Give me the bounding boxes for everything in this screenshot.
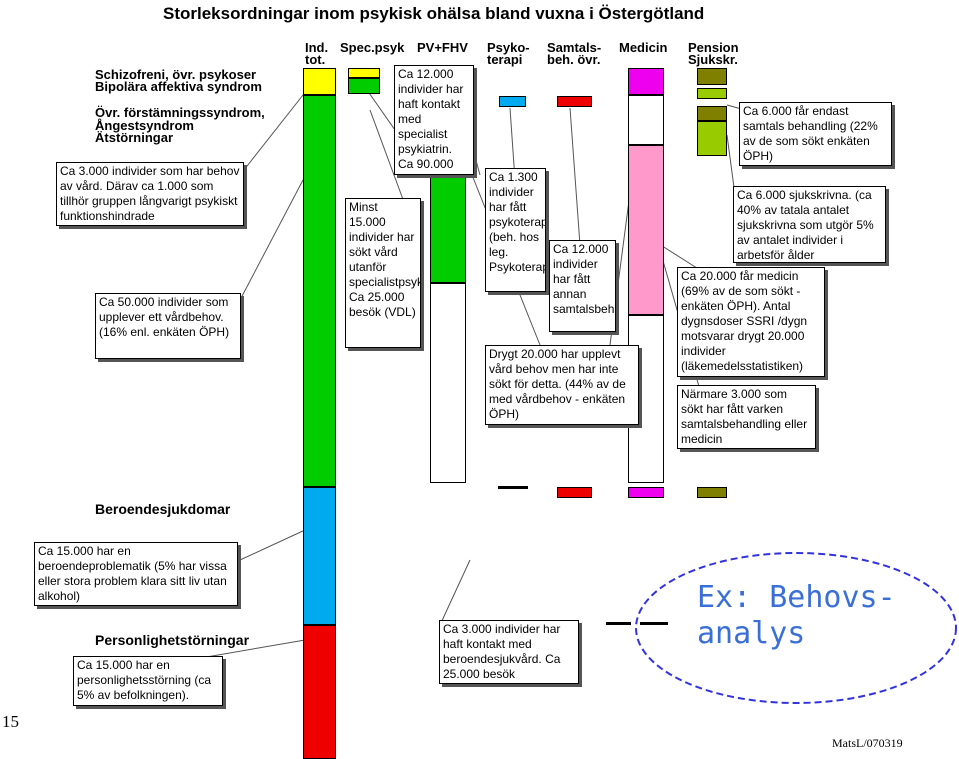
bar-samtalsbeh [557,96,592,107]
note-samtalsbehandling: Ca 12.000 individer har fått annan samta… [549,240,616,332]
bar-medicin-beroende [628,487,664,498]
note-3000-vardbehov: Ca 3.000 individer som har behov av vård… [56,162,244,226]
note-15000-beroende: Ca 15.000 har en beroendeproblematik (5%… [34,542,238,606]
bar-pv-forstamning [430,170,466,283]
note-3000-beroendevard: Ca 3.000 individer har haft kontakt med … [439,620,579,684]
author-label: MatsL/070319 [832,736,903,750]
bar-samtal-beroende [557,487,592,498]
bar-psykoterapi [499,96,526,107]
note-20000-medicin: Ca 20.000 får medicin (69% av de som sök… [677,267,825,377]
category-personlighet: Personlighetstörningar [95,632,250,648]
page-title: Storleksordningar inom psykisk ohälsa bl… [163,4,705,23]
bar-ind-tot-forstamning [303,95,336,487]
bar-medicin-lower [628,315,664,483]
category-atstorningar: Ätstörningar [95,130,173,145]
category-beroende: Beroendesjukdomar [95,501,231,517]
category-angest: Ångestsyndrom [95,118,194,133]
category-ovr-forstamning: Övr. förstämningssyndrom, [95,105,265,120]
note-minst-15000: Minst 15.000 individer har sökt vård uta… [345,198,421,348]
note-6000-samtal: Ca 6.000 får endast samtals behandling (… [739,102,892,166]
bar-pension-1 [697,68,727,85]
col-psykoterapi: Psyko- terapi [487,40,530,67]
bar-spec-psykos [348,68,380,78]
note-drygt-20000: Drygt 20.000 har upplevt vård behov men … [485,345,639,425]
bar-pension-beroende [697,487,727,498]
bar-ind-tot-beroende [303,487,336,625]
bar-pension-4 [697,121,727,156]
col-ind-tot: Ind. tot. [305,40,329,67]
bar-spec-forstamning [348,78,380,94]
category-schizofreni: Schizofreni, övr. psykoser [95,67,257,82]
marker-psyko-beroende [498,486,528,489]
example-ellipse [635,552,957,704]
bar-pension-2 [697,88,727,99]
example-label: Ex: Behovs- analys [697,580,896,651]
note-15000-personlighet: Ca 15.000 har en personlighetsstörning (… [73,656,223,706]
bar-medicin-top [628,68,664,95]
note-narmare-3000: Närmare 3.000 som sökt har fått varken s… [677,385,816,449]
col-spec-psyk: Spec.psyk [340,40,405,55]
bar-medicin-white [628,95,664,145]
note-50000-vardbehov: Ca 50.000 individer som upplever ett vår… [95,293,241,359]
bar-ind-tot-psykos [303,68,336,95]
marker-samtal-pers [606,622,631,625]
bar-ind-tot-personlighet [303,625,336,759]
note-spec-psykiatri: Ca 12.000 individer har haft kontakt med… [394,65,474,175]
col-samtalsbeh: Samtals- beh. övr. [547,40,602,67]
col-pension: Pension Sjukskr. [688,40,739,67]
bar-pv-unmet [430,283,466,483]
bar-medicin-pink [628,145,664,315]
bar-pension-3 [697,106,727,121]
category-bipolara: Bipolära affektiva syndrom [95,79,262,94]
note-psykoterapi: Ca 1.300 individer har fått psykoterapi … [485,168,546,292]
note-6000-sjukskrivna: Ca 6.000 sjukskrivna. (ca 40% av tatala … [733,186,886,263]
page-number: 15 [2,712,19,731]
col-pv-fhv: PV+FHV [417,40,468,55]
col-medicin: Medicin [619,40,668,55]
marker-medicin-pers [640,622,668,625]
